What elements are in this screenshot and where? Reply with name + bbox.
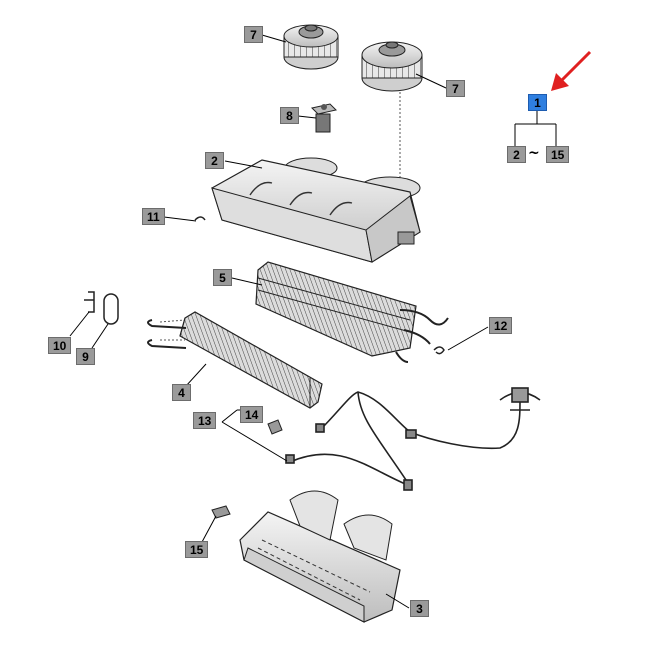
callout-15: 15 [185, 541, 209, 558]
callout-9: 9 [76, 348, 95, 365]
legend-range-start: 2 [507, 146, 526, 163]
callout-5: 5 [213, 269, 232, 286]
hvac-housing-lower [239, 490, 401, 623]
heater-core [147, 311, 323, 409]
callout-13: 13 [193, 412, 217, 429]
clip-12 [433, 346, 445, 355]
leader-lines [69, 34, 557, 609]
callout-12: 12 [489, 317, 513, 334]
evaporator-core [255, 261, 449, 363]
clip-11 [194, 216, 206, 221]
callout-11: 11 [142, 208, 165, 225]
callout-2: 2 [205, 152, 224, 169]
callout-1-assembly: 1 [528, 94, 547, 111]
callout-4: 4 [172, 384, 191, 401]
callout-7-right: 7 [446, 80, 465, 97]
hvac-housing-upper [211, 157, 421, 263]
seal-9 [103, 293, 119, 325]
wiring-harness [285, 387, 541, 491]
callout-14: 14 [240, 406, 264, 423]
sensor-15 [211, 505, 231, 519]
legend-range-tilde: ~ [528, 145, 540, 161]
highlight-arrow [551, 50, 592, 91]
callout-8: 8 [280, 107, 299, 124]
blower-motor-right [361, 41, 423, 92]
blower-motor-left [283, 24, 339, 70]
callout-10: 10 [48, 337, 72, 354]
assembly-lines [159, 92, 401, 341]
clip-14 [267, 419, 283, 435]
callout-3: 3 [410, 600, 429, 617]
callout-7-left: 7 [244, 26, 263, 43]
blower-resistor [311, 103, 337, 133]
legend-range-end: 15 [546, 146, 570, 163]
clip-10 [84, 291, 95, 313]
